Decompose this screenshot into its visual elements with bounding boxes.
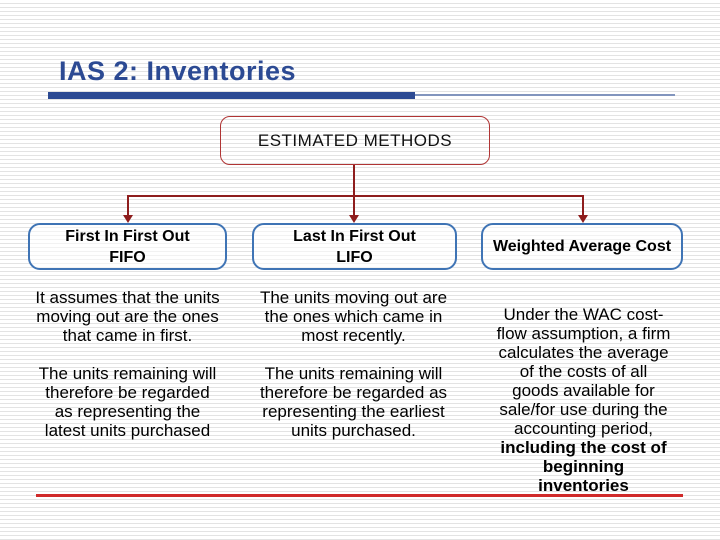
- wac-box-title: Weighted Average Cost: [492, 238, 672, 255]
- lifo-box-abbr: LIFO: [336, 248, 373, 266]
- arrowhead-right-icon: [578, 215, 588, 223]
- fifo-description: It assumes that the units moving out are…: [35, 288, 220, 459]
- connector-horizontal: [127, 195, 584, 197]
- lifo-box-title: Last In First Out: [293, 227, 416, 245]
- connector-root-drop: [353, 165, 355, 196]
- arrowhead-left-icon: [123, 215, 133, 223]
- title-underline-thin-line: [415, 94, 675, 96]
- wac-description: Under the WAC cost-flow assumption, a fi…: [496, 305, 671, 514]
- fifo-box-abbr: FIFO: [109, 248, 146, 266]
- slide-title: IAS 2: Inventories: [59, 56, 297, 86]
- estimated-methods-box: ESTIMATED METHODS: [220, 116, 490, 165]
- lifo-box: Last In First Out LIFO: [252, 223, 457, 270]
- wac-box: Weighted Average Cost: [481, 223, 683, 270]
- lifo-paragraph-1: The units moving out are the ones which …: [259, 288, 448, 345]
- wac-text-normal: Under the WAC cost-flow assumption, a fi…: [496, 305, 671, 438]
- fifo-box: First In First Out FIFO: [28, 223, 227, 270]
- lifo-paragraph-2: The units remaining will therefore be re…: [259, 364, 448, 440]
- wac-paragraph: Under the WAC cost-flow assumption, a fi…: [496, 305, 671, 495]
- fifo-box-title: First In First Out: [65, 227, 190, 245]
- wac-text-bold: including the cost of beginning inventor…: [500, 438, 667, 495]
- connector-drop-left: [127, 195, 129, 215]
- fifo-paragraph-2: The units remaining will therefore be re…: [38, 364, 217, 440]
- lifo-description: The units moving out are the ones which …: [256, 288, 451, 459]
- connector-drop-right: [582, 195, 584, 215]
- title-underline-bar: [48, 92, 415, 99]
- connector-drop-middle: [353, 195, 355, 215]
- arrowhead-middle-icon: [349, 215, 359, 223]
- estimated-methods-label: ESTIMATED METHODS: [257, 130, 453, 150]
- fifo-paragraph-1: It assumes that the units moving out are…: [35, 288, 220, 345]
- bottom-red-rule: [36, 494, 683, 497]
